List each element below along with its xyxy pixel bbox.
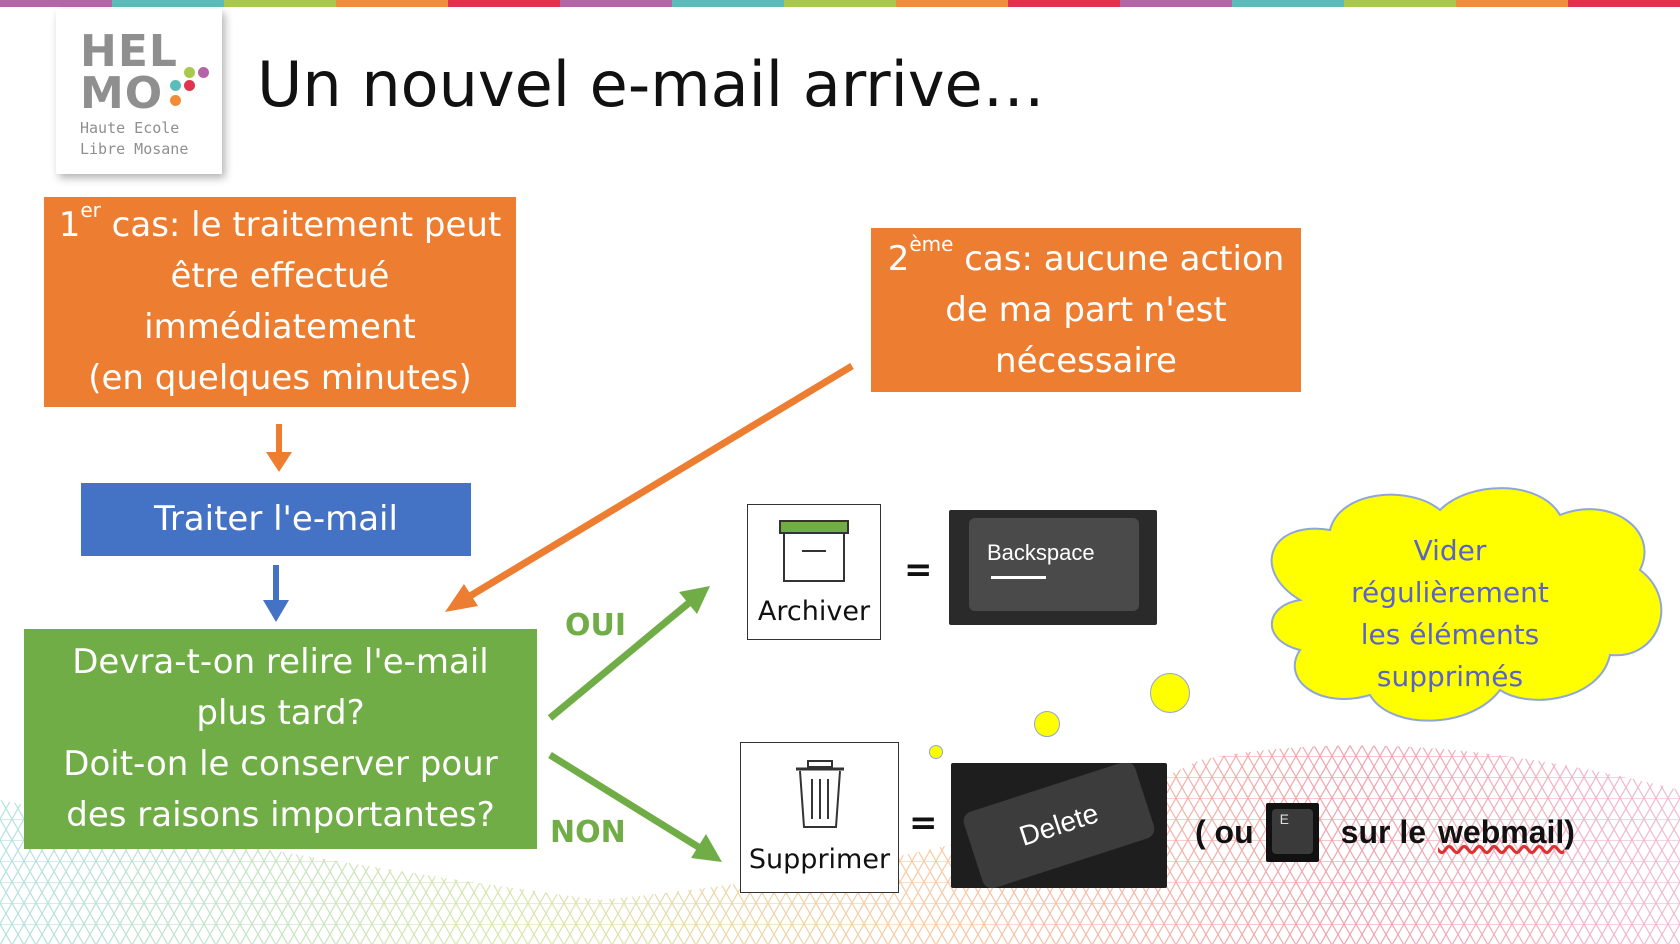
stripe-segment — [336, 0, 448, 7]
stripe-segment — [448, 0, 560, 7]
yes-label: OUI — [565, 608, 627, 643]
stripe-segment — [896, 0, 1008, 7]
delete-button[interactable]: Supprimer — [740, 742, 899, 893]
stripe-segment — [224, 0, 336, 7]
arrow-down-orange — [266, 424, 292, 472]
stripe-segment — [1568, 0, 1680, 7]
stripe-segment — [0, 0, 112, 7]
stripe-segment — [1008, 0, 1120, 7]
thought-bubble — [1150, 673, 1190, 713]
stripe-segment — [1232, 0, 1344, 7]
equals-sign: = — [904, 550, 933, 590]
treat-email-box: Traiter l'e-mail — [81, 483, 471, 556]
delete-key-image: Delete — [951, 763, 1167, 888]
arrow-case2 — [445, 363, 854, 612]
arrow-no — [548, 752, 722, 862]
thought-bubble — [1034, 711, 1060, 737]
arrow-down-blue — [263, 565, 289, 622]
webmail-word: webmail — [1438, 814, 1565, 850]
stripe-segment — [560, 0, 672, 7]
e-key-image: E — [1265, 803, 1319, 862]
helmo-logo: HEL MO Haute Ecole Libre Mosane — [56, 9, 222, 174]
webmail-note: ( ou E sur le webmail) — [1195, 803, 1575, 862]
archive-button[interactable]: Archiver — [747, 504, 881, 640]
archive-icon — [779, 520, 849, 582]
backspace-key-image: Backspace — [949, 510, 1157, 625]
slide-title: Un nouvel e-mail arrive… — [257, 48, 1045, 121]
stripe-segment — [1120, 0, 1232, 7]
no-label: NON — [550, 815, 626, 850]
equals-sign: = — [909, 803, 938, 843]
stripe-segment — [112, 0, 224, 7]
stripe-segment — [784, 0, 896, 7]
stripe-segment — [1456, 0, 1568, 7]
case1-box: 1er cas: le traitement peut être effectu… — [44, 197, 516, 407]
trash-icon — [795, 760, 844, 828]
thought-bubble — [929, 745, 943, 759]
case2-box: 2ème cas: aucune action de ma part n'est… — [871, 228, 1301, 392]
stripe-segment — [672, 0, 784, 7]
arrow-yes — [547, 586, 710, 721]
stripe-segment — [1344, 0, 1456, 7]
color-stripe — [0, 0, 1680, 7]
cloud-shape — [1270, 487, 1663, 722]
